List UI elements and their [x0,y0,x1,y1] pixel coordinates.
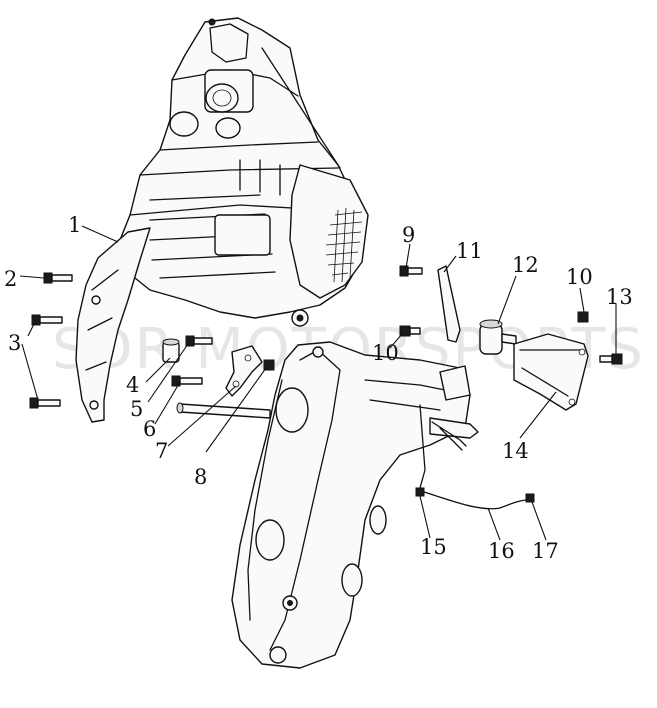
callout-8: 8 [194,465,207,489]
callout-13: 13 [606,285,633,309]
callout-labels: 1 2 3 4 5 6 7 8 9 10 10 11 12 13 14 15 1… [4,213,633,563]
nut-10b [577,311,589,323]
rubber-mount-12 [479,319,517,355]
callout-16: 16 [488,539,515,563]
bolt-3a [31,314,63,326]
bolt-2 [43,272,73,284]
left-cover-plate [75,227,151,423]
callout-7: 7 [155,439,168,463]
callout-11: 11 [456,239,483,263]
callout-2: 2 [4,267,17,291]
bolt-3b [29,397,61,409]
bolt-9 [399,265,423,277]
bracket-7 [225,345,263,397]
nut-8 [263,359,275,371]
callout-10-right: 10 [566,265,593,289]
transmission-housing [231,341,479,669]
callout-3: 3 [8,331,21,355]
bolt-13 [599,353,623,365]
bracket-14 [513,333,589,411]
shaft [176,402,271,419]
bolt-6 [171,375,203,387]
bolt-5 [185,335,213,347]
callout-14: 14 [502,439,529,463]
callout-10-left: 10 [372,341,399,365]
callout-15: 15 [420,535,447,559]
callout-5: 5 [130,397,143,421]
callout-12: 12 [512,253,539,277]
leader-lines [19,225,617,541]
callout-17: 17 [532,539,559,563]
callout-4: 4 [126,373,139,397]
callout-9: 9 [402,223,415,247]
nut-10a [399,325,421,337]
callout-6: 6 [143,417,156,441]
callout-1: 1 [68,213,81,237]
link-11 [437,265,461,343]
bushing-4 [162,338,180,363]
engine-assembly [117,17,369,327]
